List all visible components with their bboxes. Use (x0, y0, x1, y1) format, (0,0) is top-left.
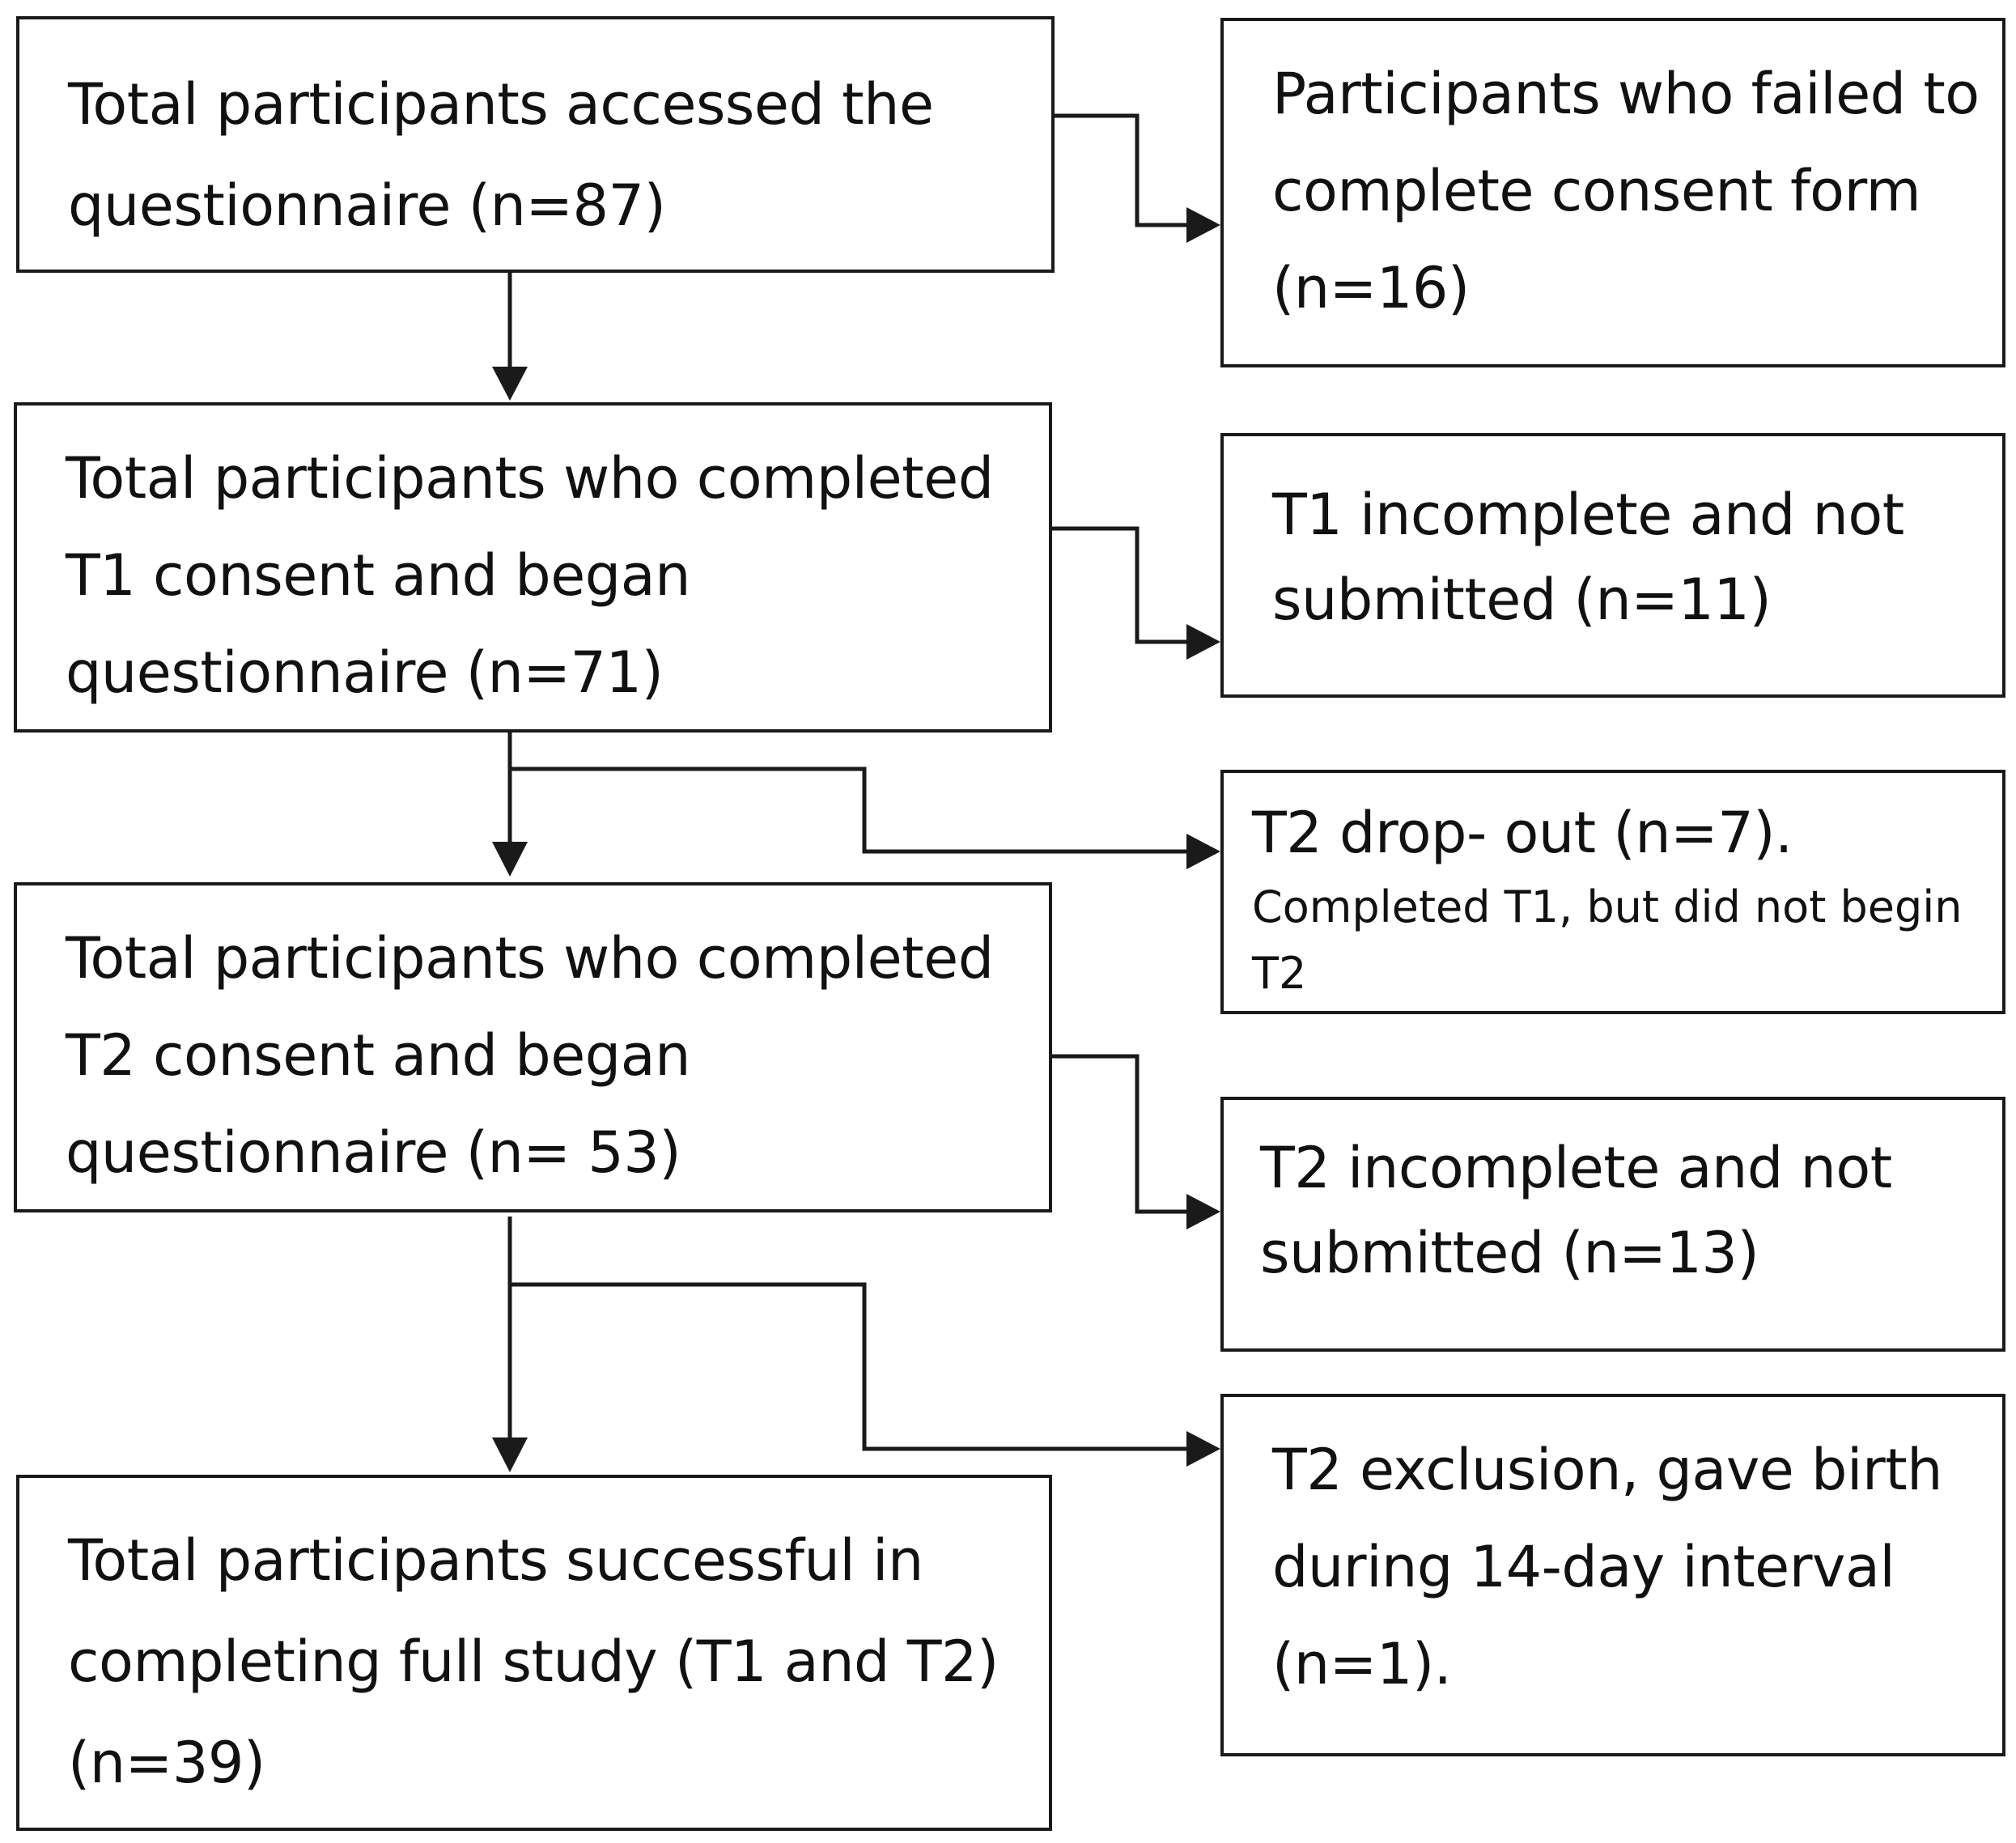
box-t2-exclusion: T2 exclusion, gave birth during 14-day i… (1220, 1394, 2005, 1756)
arrowhead-to-t2-incomplete (1186, 1194, 1220, 1229)
arrow-accessed-to-failed-consent (1052, 113, 1190, 227)
box-t2-dropout-text: T2 drop- out (n=7). (1252, 800, 1793, 866)
box-t2-incomplete: T2 incomplete and not submitted (n=13) (1220, 1097, 2005, 1352)
box-t2-dropout-note: Completed T1, but did not begin T2 (1252, 881, 1963, 999)
arrow-t2-to-t2-exclusion (510, 1282, 1190, 1451)
box-failed-consent: Participants who failed to complete cons… (1220, 18, 2005, 367)
box-accessed-questionnaire: Total participants accessed the question… (16, 16, 1055, 273)
box-t2-exclusion-text: T2 exclusion, gave birth during 14-day i… (1272, 1437, 1943, 1697)
box-t2-began-questionnaire: Total participants who completed T2 cons… (14, 882, 1052, 1212)
arrowhead-to-t2-exclusion (1186, 1431, 1220, 1467)
box-failed-consent-text: Participants who failed to complete cons… (1272, 61, 1980, 321)
box-t2-began-questionnaire-text: Total participants who completed T2 cons… (66, 925, 994, 1186)
box-t1-began-questionnaire: Total participants who completed T1 cons… (14, 402, 1052, 733)
arrowhead-to-completed (492, 1437, 528, 1472)
arrowhead-to-t2-dropout (1186, 834, 1220, 869)
box-t2-dropout: T2 drop- out (n=7). Completed T1, but di… (1220, 770, 2005, 1014)
box-t2-incomplete-text: T2 incomplete and not submitted (n=13) (1260, 1135, 1892, 1286)
box-completed-full-study: Total participants successful in complet… (16, 1475, 1052, 1831)
arrowhead-to-failed-consent (1186, 207, 1220, 243)
box-accessed-questionnaire-text: Total participants accessed the question… (68, 71, 934, 239)
box-t1-incomplete-text: T1 incomplete and not submitted (n=11) (1272, 482, 1904, 633)
arrowhead-to-t2 (492, 842, 528, 877)
box-t1-began-questionnaire-text: Total participants who completed T1 cons… (66, 445, 994, 706)
arrow-t1-to-t1-incomplete (1050, 526, 1190, 644)
arrow-t2-to-t2-incomplete (1050, 1054, 1190, 1214)
box-t1-incomplete: T1 incomplete and not submitted (n=11) (1220, 433, 2005, 698)
arrow-t1-to-t2-dropout (510, 767, 1190, 854)
box-completed-full-study-text: Total participants successful in complet… (68, 1527, 999, 1796)
arrowhead-to-t1 (492, 367, 528, 401)
arrowhead-to-t1-incomplete (1186, 624, 1220, 660)
